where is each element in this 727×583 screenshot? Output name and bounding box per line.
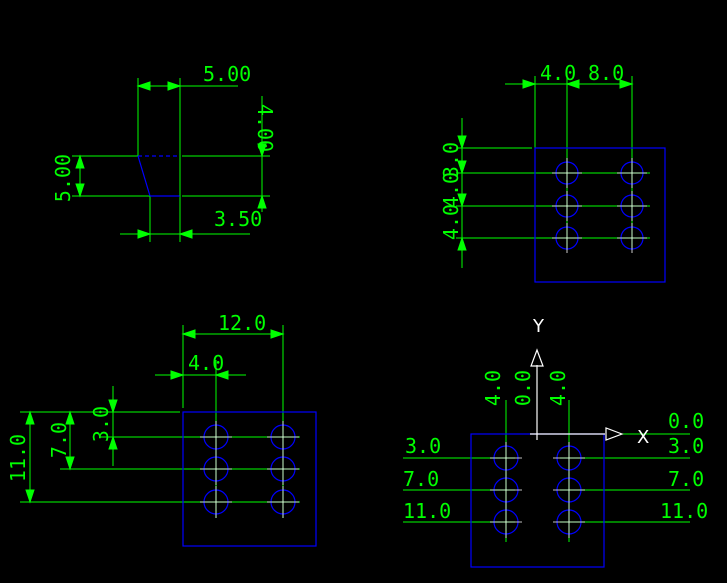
dim-text: 11.0: [660, 499, 708, 523]
dim-text: 0.0: [668, 409, 704, 433]
dim-text: 4.0: [439, 172, 463, 208]
plate-bottom-left[interactable]: [182, 411, 317, 547]
ucs-icon: [530, 348, 624, 441]
x-axis-label: X: [637, 427, 649, 448]
y-axis-label: Y: [532, 316, 545, 337]
view-bottom-left: [20, 325, 300, 518]
dim-text: 3.0: [89, 406, 113, 442]
dim-text: 3.50: [214, 207, 262, 231]
dim-text: 3.0: [405, 434, 441, 458]
dim-text: 7.0: [47, 422, 71, 458]
dim-text: 5.00: [51, 154, 75, 202]
dim-text: 5.00: [203, 62, 251, 86]
plate-top-right[interactable]: [534, 147, 666, 283]
dim-text: 12.0: [218, 311, 266, 335]
dim-text: 0.0: [511, 370, 535, 406]
dim-text: 4.00: [253, 104, 277, 152]
dim-text: 4.0: [188, 351, 224, 375]
dim-text: 4.0: [439, 204, 463, 240]
dim-text: 11.0: [6, 434, 30, 482]
dim-text: 7.0: [403, 467, 439, 491]
plate-bottom-right[interactable]: [470, 433, 605, 568]
dim-text: 3.0: [439, 142, 463, 178]
view-top-left: [72, 78, 270, 242]
dim-text: 11.0: [403, 499, 451, 523]
dim-text: 7.0: [668, 467, 704, 491]
dim-text: 4.0: [540, 61, 576, 85]
dim-text: 3.0: [668, 434, 704, 458]
dim-text: 4.0: [481, 370, 505, 406]
dim-text: 4.0: [546, 370, 570, 406]
dim-text: 8.0: [588, 61, 624, 85]
trapezoid-shape[interactable]: [137, 155, 180, 197]
